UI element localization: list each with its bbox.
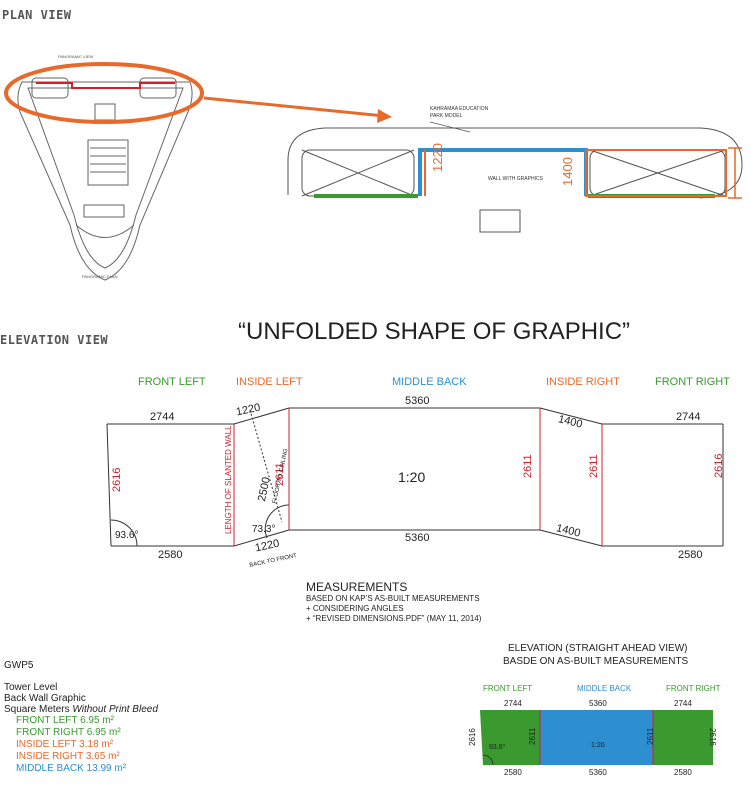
section-inside-right: INSIDE RIGHT: [546, 376, 620, 388]
callout-ellipse: [4, 62, 204, 124]
dim-fl-bottom: 2580: [158, 549, 183, 561]
straight-title-2: BASDE ON AS-BUILT MEASUREMENTS: [503, 656, 689, 667]
area-front-left: FRONT LEFT 6.95 m²: [16, 715, 114, 726]
straight-angle: 93.6°: [489, 744, 506, 751]
area-middle-back: MIDDLE BACK 13.99 m²: [16, 763, 127, 774]
left-bench: [31, 77, 69, 99]
unfolded-heading: “UNFOLDED SHAPE OF GRAPHIC”: [238, 318, 631, 345]
straight-fl-panel: [480, 710, 540, 765]
measurements-line-2: + CONSIDERING ANGLES: [306, 604, 404, 613]
straight-front-left: FRONT LEFT: [483, 684, 533, 693]
straight-mb-bottom: 5360: [589, 768, 607, 777]
callout-arrow-head: [377, 109, 392, 123]
straight-fl-bottom: 2580: [504, 768, 522, 777]
measurements-line-3: + “REVISED DIMENSIONS.PDF” (MAY 11, 2014…: [306, 614, 482, 623]
straight-inner-left: 2611: [528, 727, 537, 745]
info-line-3a: Square Meters: [4, 704, 73, 715]
dim-mb-top: 5360: [405, 395, 430, 407]
straight-mb-panel: [540, 710, 653, 765]
fl-angle-arc: [110, 519, 138, 547]
highlight-wall: [36, 82, 175, 89]
dim-il-angle: 73.3°: [252, 524, 276, 535]
dim-mb-bottom: 5360: [405, 532, 430, 544]
plan-label-panoramic: PANORAMIC VIEW: [58, 54, 94, 59]
zoom-model: [479, 209, 521, 233]
dim-fl-top: 2744: [150, 411, 175, 423]
area-inside-right: INSIDE RIGHT 3.65 m²: [16, 751, 120, 762]
il-floor-line: [249, 409, 283, 523]
curve-front: [75, 224, 135, 238]
straight-middle-back: MIDDLE BACK: [577, 684, 632, 693]
section-middle-back: MIDDLE BACK: [392, 376, 467, 388]
straight-scale: 1:20: [591, 742, 605, 749]
area-inside-left: INSIDE LEFT 3.18 m²: [16, 739, 114, 750]
ir-top-edge: [539, 407, 603, 425]
ir-bottom-edge: [539, 529, 603, 547]
callout-arrow-line: [203, 96, 386, 118]
info-line-2: Back Wall Graphic: [4, 693, 86, 704]
plan-view-title: PLAN VIEW: [2, 8, 72, 22]
zoom-outer: [287, 127, 743, 199]
entry-block: [83, 204, 125, 218]
measurements-line-1: BASED ON KAP’S AS-BUILT MEASUREMENTS: [306, 594, 480, 603]
straight-fr-panel: [653, 710, 713, 765]
plan-label-plan: PANORAMIC PLAN: [82, 274, 118, 279]
label-park-model: PARK MODEL: [430, 113, 463, 119]
section-front-left: FRONT LEFT: [138, 376, 206, 388]
straight-inner-right: 2611: [646, 727, 655, 745]
il-top-edge: [233, 407, 290, 425]
fl-left-edge: [106, 423, 112, 547]
straight-fr-bottom: 2580: [674, 768, 692, 777]
info-line-3b: Without Print Bleed: [72, 704, 158, 715]
dim-fl-angle: 93.6°: [115, 530, 139, 541]
info-line-1: Tower Level: [4, 682, 58, 693]
label-wall-graphics: WALL WITH GRAPHICS: [488, 176, 543, 182]
straight-right-h: 2616: [708, 728, 717, 746]
il-bottom-edge: [233, 529, 290, 547]
straight-fl-top: 2744: [504, 699, 522, 708]
straight-front-right: FRONT RIGHT: [666, 684, 721, 693]
il-angle-arc: [264, 504, 290, 539]
section-front-right: FRONT RIGHT: [655, 376, 730, 388]
straight-title-1: ELEVATION (STRAIGHT AHEAD VIEW): [508, 643, 688, 654]
measurements-title: MEASUREMENTS: [306, 580, 408, 594]
section-inside-left: INSIDE LEFT: [236, 376, 303, 388]
elevation-view-title: ELEVATION VIEW: [0, 333, 109, 347]
zoom-orange-right: [585, 149, 727, 197]
info-line-3: Square Meters Without Print Bleed: [4, 704, 158, 715]
scale-label: 1:20: [398, 469, 426, 485]
dim-fr-bottom: 2580: [678, 549, 703, 561]
straight-mb-top: 5360: [589, 699, 607, 708]
straight-fr-top: 2744: [674, 699, 692, 708]
area-front-right: FRONT RIGHT 6.95 m²: [16, 727, 121, 738]
straight-left-h: 2616: [468, 728, 477, 746]
info-code: GWP5: [4, 660, 34, 671]
stair-block: [87, 139, 129, 186]
dim-fr-top: 2744: [676, 411, 701, 423]
label-kahramaa: KAHRAMAA EDUCATION: [430, 106, 489, 112]
